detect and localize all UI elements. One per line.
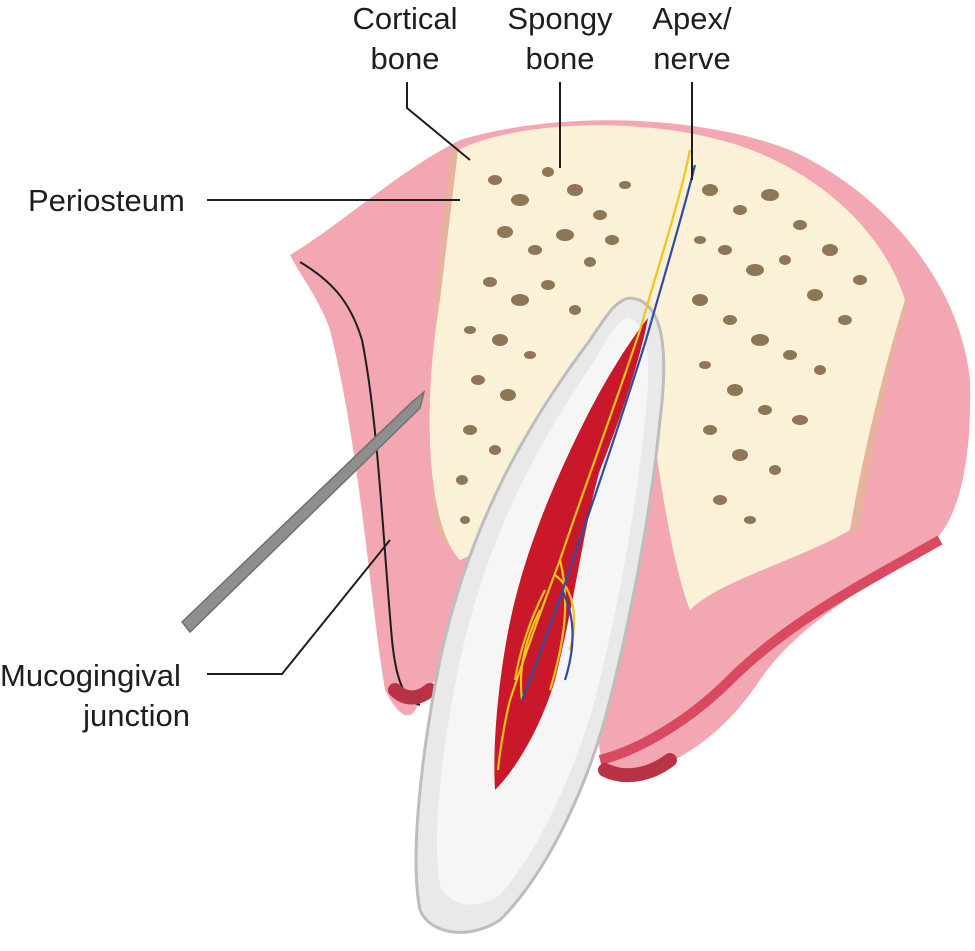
periosteum-text: Periosteum [28,183,185,218]
apex-nerve-line2: nerve [653,41,731,76]
spongy-bone-pores [456,167,867,524]
label-apex-nerve: Apex/ nerve [652,1,732,180]
cortical-bone-line2: bone [371,41,440,76]
mucogingival-leader [207,539,391,675]
cortical-bone-line1: Cortical [352,1,457,36]
label-cortical-bone: Cortical bone [352,1,471,161]
nerve-fibers [496,149,692,771]
blood-vessels [520,164,697,701]
mucogingival-line2: junction [82,698,190,733]
spongy-bone-line1: Spongy [507,1,613,36]
tooth [414,149,697,934]
label-spongy-bone: Spongy bone [507,1,613,168]
apex-nerve-line1: Apex/ [652,1,732,36]
label-periosteum: Periosteum [28,183,460,218]
spongy-bone-line2: bone [526,41,595,76]
needle [180,389,426,634]
mucogingival-line1: Mucogingival [0,658,181,693]
label-mucogingival-junction: Mucogingival junction [0,539,391,733]
cortical-bone-leader [406,82,471,161]
